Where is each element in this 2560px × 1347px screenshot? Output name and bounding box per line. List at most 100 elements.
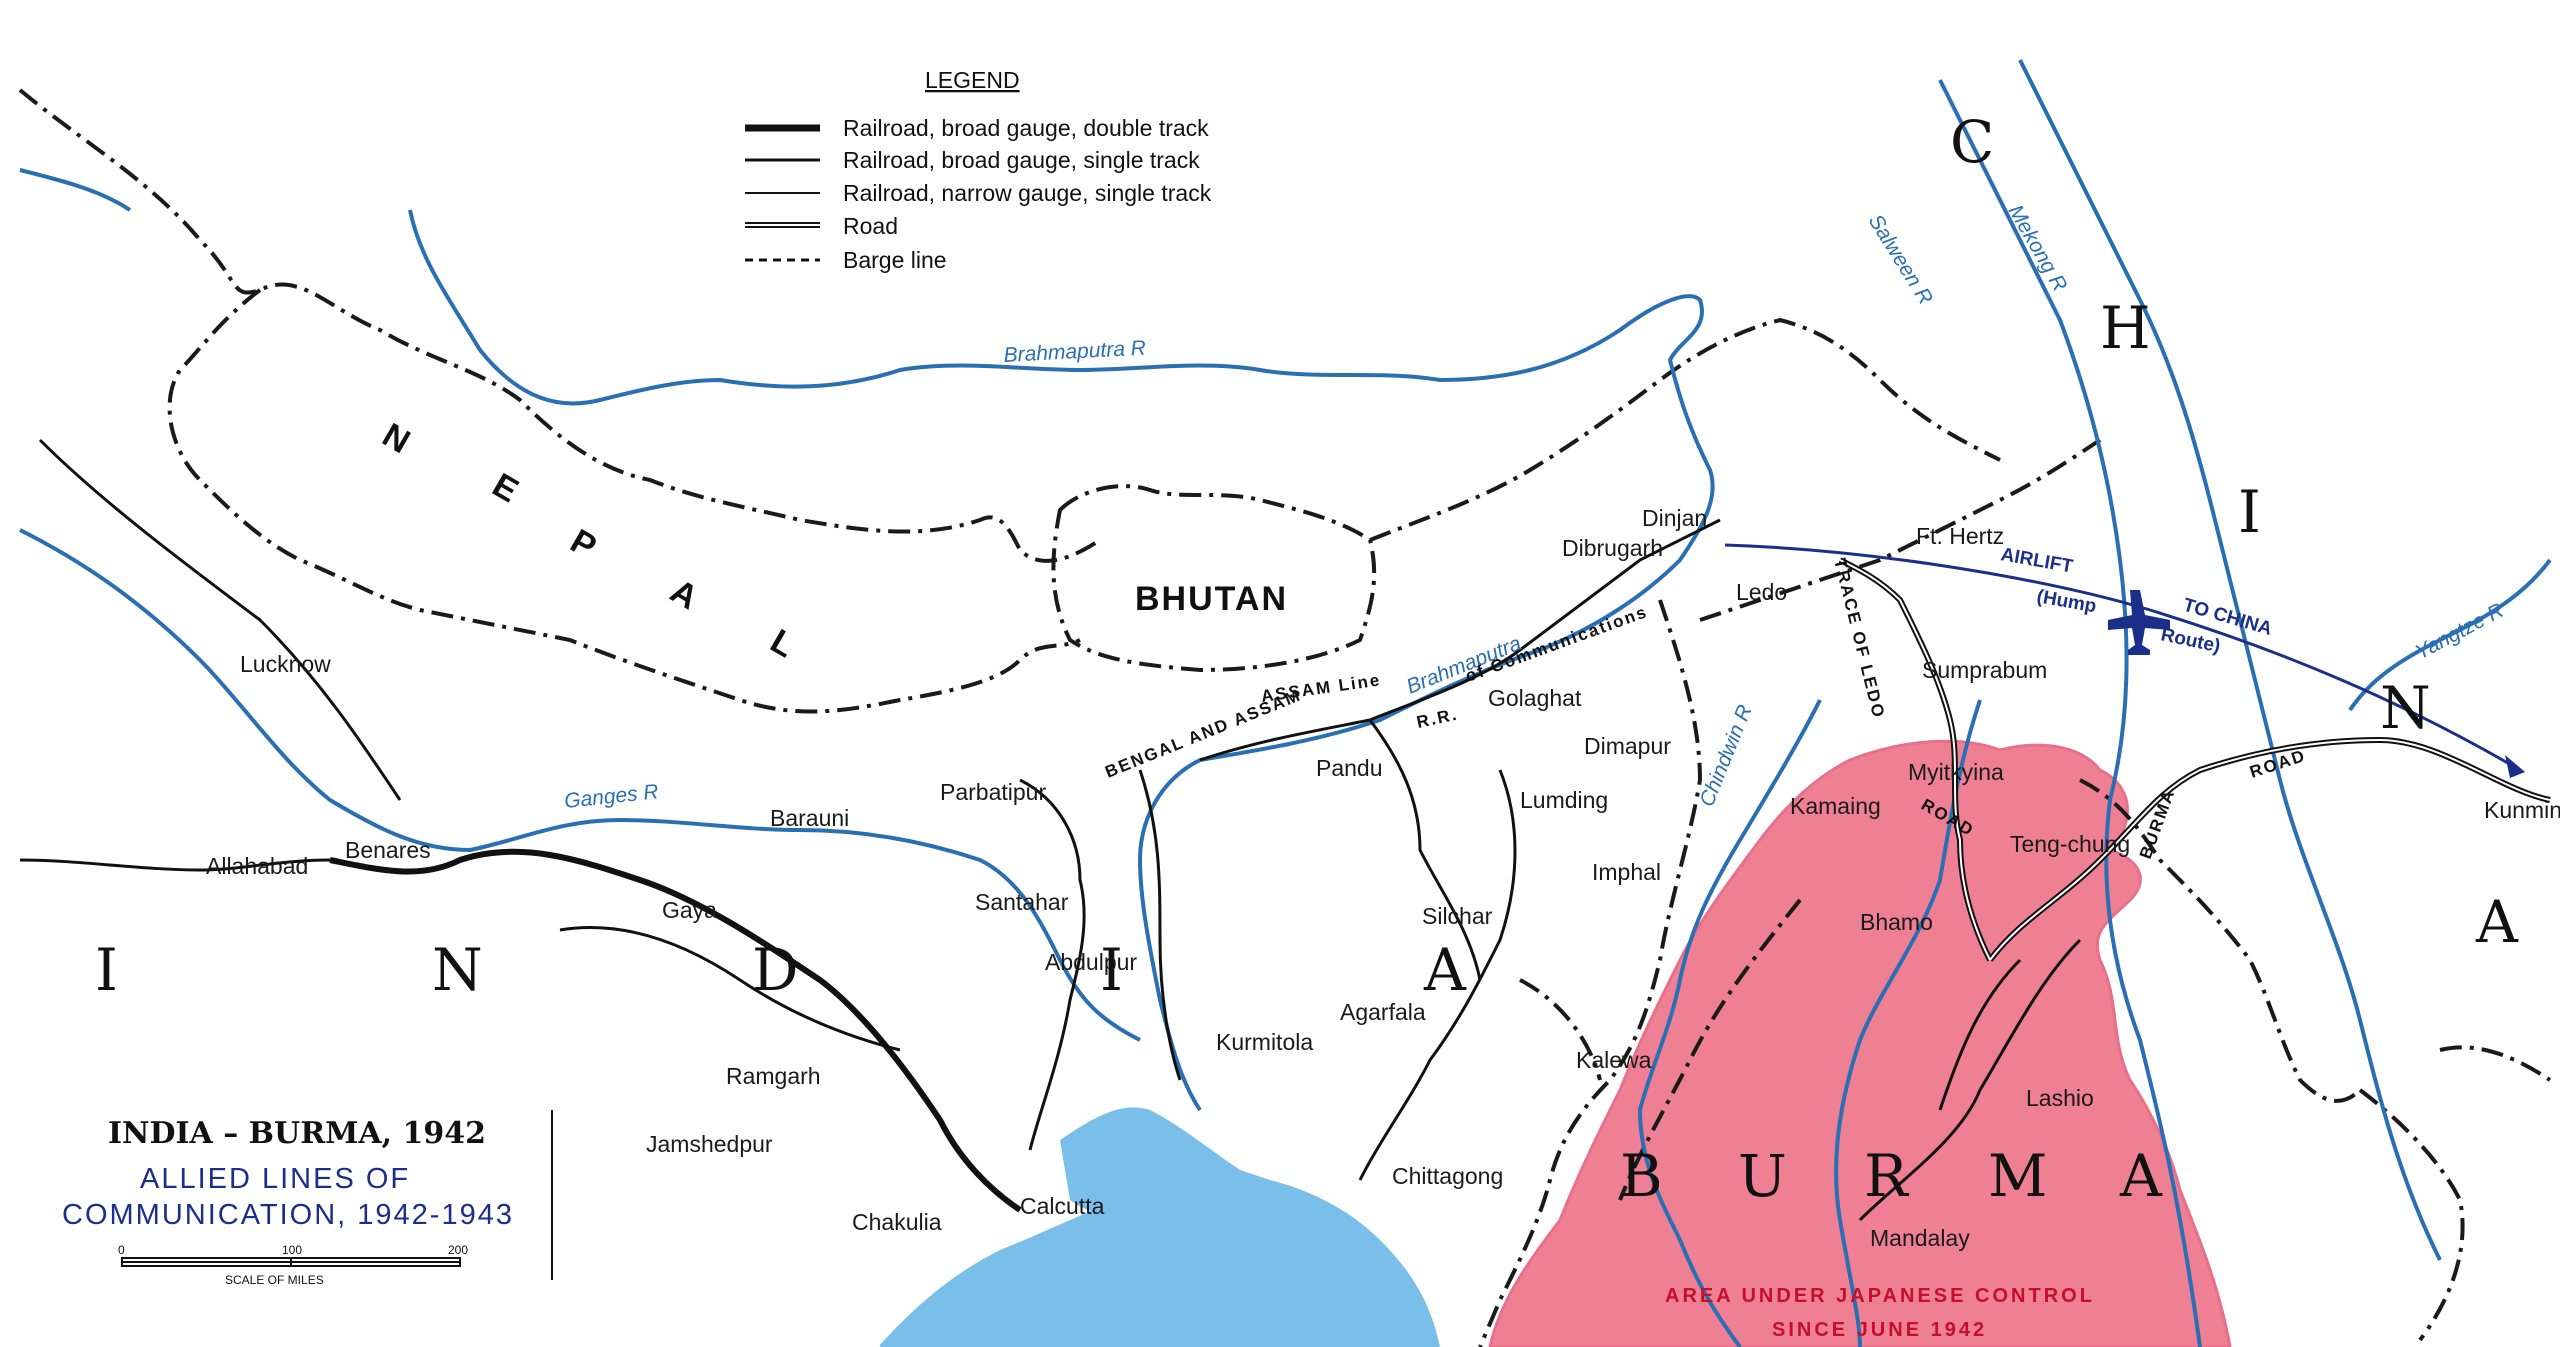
rail-double-track xyxy=(329,848,1022,1213)
rivers xyxy=(19,59,2552,1347)
nepal-letter-3: P xyxy=(564,522,604,567)
label-hump: (Hump xyxy=(2035,586,2098,617)
ganges-river xyxy=(19,528,1141,1042)
brahmaputra-river xyxy=(408,209,1715,1112)
burma-letter-1: B xyxy=(1620,1142,1663,1210)
legend-item-road: Road xyxy=(843,213,898,239)
place-dinjan: Dinjan xyxy=(1642,505,1707,531)
boundaries xyxy=(18,88,2552,1347)
place-dimapur: Dimapur xyxy=(1584,733,1671,759)
japanese-area-line1: AREA UNDER JAPANESE CONTROL xyxy=(1665,1285,2095,1307)
legend-title: LEGEND xyxy=(925,67,1020,93)
india-letter-3: D xyxy=(752,936,799,1004)
burma-letter-4: M xyxy=(1988,1142,2047,1210)
railroads xyxy=(19,438,2082,1222)
rail-single-2 xyxy=(38,438,402,801)
place-lumding: Lumding xyxy=(1520,787,1608,813)
place-calcutta: Calcutta xyxy=(1020,1193,1105,1219)
legend-item-barge: Barge line xyxy=(843,247,947,273)
label-brahmaputra-upper: Brahmaputra R xyxy=(1003,337,1146,367)
rail-single-7 xyxy=(1368,719,1482,981)
rail-single-8 xyxy=(1358,769,1517,1181)
bay-of-bengal xyxy=(880,1175,1440,1347)
rail-single-6 xyxy=(1199,518,1721,762)
india-letter-4: I xyxy=(1100,936,1123,1004)
place-kunming: Kunming xyxy=(2484,797,2560,823)
label-airlift: AIRLIFT xyxy=(1999,544,2075,577)
china-letter-1: C xyxy=(1950,108,1994,176)
airlift-route xyxy=(1724,543,2521,772)
india-letter-2: N xyxy=(432,936,483,1004)
title-block: INDIA – BURMA, 1942 ALLIED LINES OF COMM… xyxy=(62,1110,553,1287)
places: Lucknow Allahabad Benares Gaya Barauni P… xyxy=(206,505,2560,1251)
nepal-letter-4: A xyxy=(664,572,706,618)
india-letter-1: I xyxy=(95,936,118,1004)
place-benares: Benares xyxy=(345,837,431,863)
label-assam-top: ASSAM Line xyxy=(1260,670,1383,706)
label-burma-road-1: BURMA xyxy=(2136,786,2179,861)
airlift-arrowhead xyxy=(2505,755,2525,778)
legend-symbols xyxy=(745,124,820,262)
scale-bar xyxy=(121,1257,461,1267)
rail-burma-2 xyxy=(1938,958,2022,1111)
rail-single-4 xyxy=(1019,778,1086,1151)
label-salween: Salween R xyxy=(1864,210,1937,308)
map-subtitle-1: ALLIED LINES OF xyxy=(140,1163,410,1195)
place-pandu: Pandu xyxy=(1316,755,1383,781)
airplane-icon xyxy=(2108,590,2170,655)
delta-water xyxy=(1060,1107,1270,1216)
china-letter-4: N xyxy=(2380,674,2431,742)
place-allahabad: Allahabad xyxy=(206,853,308,879)
burma-letter-5: A xyxy=(2119,1142,2163,1210)
map-subtitle-2: COMMUNICATION, 1942-1943 xyxy=(62,1199,514,1231)
place-teng-chung: Teng-chung xyxy=(2010,831,2130,857)
place-santahar: Santahar xyxy=(975,889,1069,915)
place-chakulia: Chakulia xyxy=(852,1209,942,1235)
mekong-river xyxy=(2018,59,2442,1261)
scale-tick-0: 0 xyxy=(118,1243,125,1257)
scale-tick-100: 100 xyxy=(282,1243,302,1257)
place-ramgarh: Ramgarh xyxy=(726,1063,821,1089)
place-chittagong: Chittagong xyxy=(1392,1163,1503,1189)
scale-tick-200: 200 xyxy=(448,1243,468,1257)
india-letter-5: A xyxy=(1423,936,1467,1004)
label-rr: R.R. xyxy=(1415,705,1460,732)
rail-single-1 xyxy=(19,858,331,872)
legend-item-double: Railroad, broad gauge, double track xyxy=(843,115,1209,141)
burma-letter-3: R xyxy=(1864,1142,1910,1210)
burma-letter-2: U xyxy=(1738,1142,1787,1210)
place-ft-hertz: Ft. Hertz xyxy=(1916,523,2004,549)
place-golaghat: Golaghat xyxy=(1488,685,1582,711)
label-chindwin: Chindwin R xyxy=(1695,702,1757,810)
label-yangtze: Yangtze R xyxy=(2412,599,2508,665)
place-jamshedpur: Jamshedpur xyxy=(646,1131,773,1157)
place-parbatipur: Parbatipur xyxy=(940,779,1046,805)
scale-label: SCALE OF MILES xyxy=(225,1273,324,1287)
nepal-letter-1: N xyxy=(376,416,418,462)
china-letter-2: H xyxy=(2100,294,2151,362)
place-barauni: Barauni xyxy=(770,805,849,831)
label-ganges: Ganges R xyxy=(563,780,659,813)
place-kurmitola: Kurmitola xyxy=(1216,1029,1313,1055)
chindwin-river xyxy=(1637,699,1822,1347)
place-dibrugarh: Dibrugarh xyxy=(1562,535,1663,561)
river-labels: Brahmaputra R Brahmaputra Ganges R Chind… xyxy=(563,201,2507,813)
place-mandalay: Mandalay xyxy=(1870,1225,1970,1251)
place-gaya: Gaya xyxy=(662,897,717,923)
place-kalewa: Kalewa xyxy=(1576,1047,1652,1073)
place-sumprabum: Sumprabum xyxy=(1922,657,2047,683)
label-mekong: Mekong R xyxy=(2004,201,2072,295)
place-lucknow: Lucknow xyxy=(240,651,331,677)
japanese-area-line2: SINCE JUNE 1942 xyxy=(1772,1319,1987,1341)
legend-item-single: Railroad, broad gauge, single track xyxy=(843,147,1200,173)
place-imphal: Imphal xyxy=(1592,859,1661,885)
place-kamaing: Kamaing xyxy=(1790,793,1881,819)
nepal-letter-2: E xyxy=(486,466,526,511)
place-lashio: Lashio xyxy=(2026,1085,2094,1111)
irrawaddy-river xyxy=(1834,699,1982,1347)
china-letter-5: A xyxy=(2475,888,2519,956)
yangtze-river xyxy=(2348,558,2552,712)
nepal-letter-5: L xyxy=(764,622,803,666)
legend: LEGEND Railroad, broad gauge, double tra… xyxy=(745,67,1212,273)
